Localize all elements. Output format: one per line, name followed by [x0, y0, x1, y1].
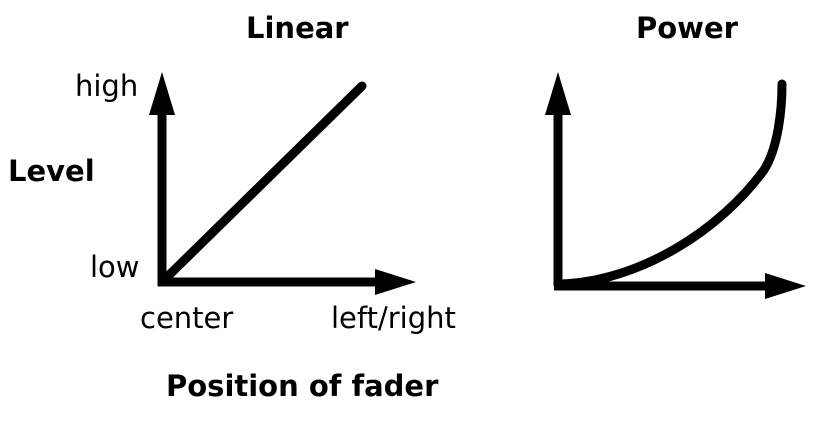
linear-panel [149, 72, 416, 295]
linear-y-axis-arrowhead [149, 72, 175, 115]
power-panel [545, 72, 806, 299]
y-low-label: low [90, 250, 140, 284]
y-axis-title: Level [8, 154, 95, 188]
y-high-label: high [75, 69, 139, 103]
x-axis-title: Position of fader [166, 369, 439, 403]
linear-panel-title: Linear [246, 11, 349, 45]
power-curve [554, 79, 787, 289]
power-y-axis-arrowhead [545, 72, 571, 115]
power-x-axis-arrowhead [765, 273, 806, 299]
power-panel-title: Power [636, 11, 738, 45]
linear-curve [158, 81, 367, 286]
x-end-label: left/right [331, 301, 456, 335]
linear-x-axis-arrowhead [375, 269, 416, 295]
x-start-label: center [140, 301, 234, 335]
